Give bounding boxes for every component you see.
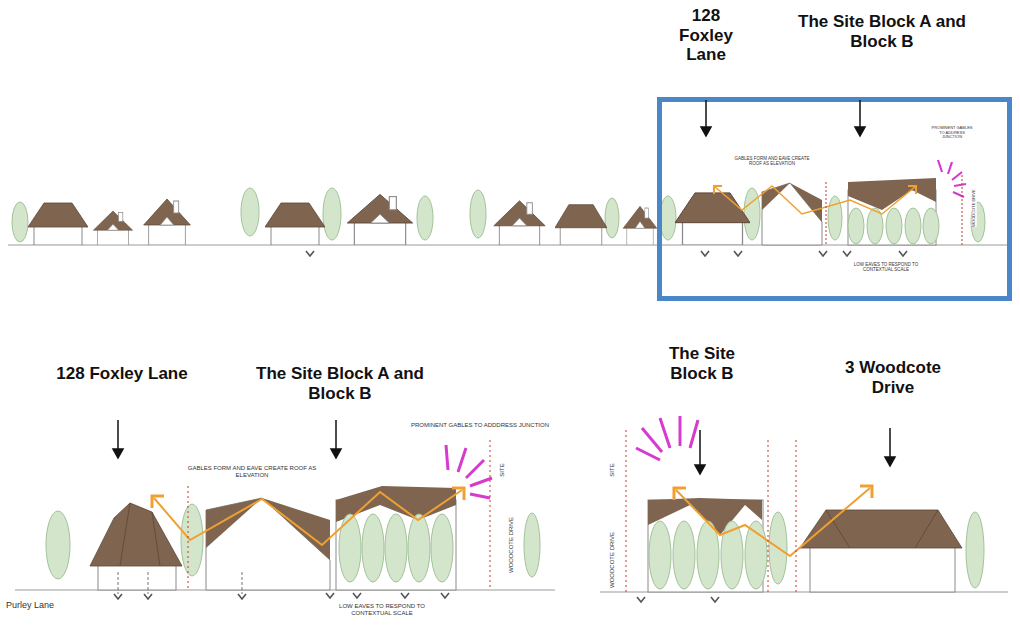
road-name: WOODCOTE DRIVE [972, 189, 977, 226]
site-name: The Site Block A and Block B [782, 12, 982, 51]
design-note: GABLES FORM AND EAVE CREATE ROOF AS ELEV… [186, 465, 318, 479]
site-boundary-label: SITE [499, 463, 506, 476]
site-name: The Site Block A and Block B [235, 364, 445, 403]
site-boundary-label: SITE [609, 463, 616, 476]
design-note: LOW EAVES TO RESPOND TO CONTEXTUAL SCALE [845, 262, 927, 272]
site-name: The Site Block B [647, 344, 757, 383]
design-note: LOW EAVES TO RESPOND TO CONTEXTUAL SCALE [326, 603, 438, 617]
road-name: WOODCOTE DRIVE [609, 532, 616, 588]
design-note: PROMINENT GABLES TO ADDDRESS JUNCTION [405, 422, 555, 429]
building-name: 3 Woodcote Drive [843, 358, 943, 397]
building-name: 128 Foxley Lane [47, 364, 197, 384]
road-name: Purley Lane [6, 600, 86, 610]
road-name: WOODCOTE DRIVE [508, 517, 515, 573]
building-name: 128 Foxley Lane [671, 6, 741, 65]
design-note: GABLES FORM AND EAVE CREATE ROOF AS ELEV… [734, 156, 810, 166]
design-note: PROMINENT GABLES TO ADDRESS JUNCTION [930, 126, 974, 140]
